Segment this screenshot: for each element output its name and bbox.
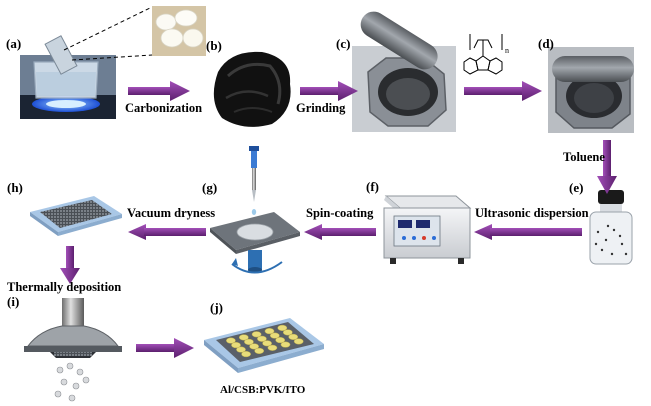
al-electrode-dot bbox=[264, 328, 275, 335]
al-electrode-dot bbox=[254, 347, 265, 354]
device-electrode-image bbox=[204, 318, 324, 373]
al-electrode-dot bbox=[269, 332, 280, 339]
structure-subscript-n: n bbox=[505, 46, 509, 55]
pipette-icon bbox=[249, 146, 259, 215]
step-label-d: (d) bbox=[538, 36, 554, 51]
device-structure-label: Al/CSB:PVK/ITO bbox=[220, 384, 306, 396]
step-label-a: (a) bbox=[6, 36, 22, 51]
mortar-grinding-image bbox=[352, 11, 456, 132]
spin-coater-image bbox=[210, 212, 300, 274]
arrow-b-to-c bbox=[300, 81, 358, 101]
al-electrode-dot bbox=[238, 334, 249, 341]
process-label-thermal: Thermally deposition bbox=[7, 280, 122, 294]
al-electrode-dot bbox=[282, 329, 293, 336]
arrow-i-to-j bbox=[136, 338, 194, 358]
al-electrode-dot bbox=[275, 337, 286, 344]
arrow-d-to-e bbox=[597, 140, 617, 194]
ultrasonic-bath-image bbox=[383, 195, 472, 264]
arrow-c-to-d bbox=[464, 81, 542, 101]
step-label-i: (i) bbox=[7, 294, 20, 309]
arrow-f-to-g bbox=[304, 224, 376, 240]
dried-film-substrate-image bbox=[30, 196, 122, 236]
process-label-grinding: Grinding bbox=[296, 101, 346, 115]
step-label-h: (h) bbox=[7, 180, 23, 195]
al-electrode-dot bbox=[241, 351, 251, 358]
step-label-e: (e) bbox=[569, 180, 584, 195]
step-label-f: (f) bbox=[366, 179, 379, 194]
al-electrode-dot bbox=[257, 335, 267, 342]
al-electrode-dot bbox=[288, 333, 299, 340]
step-label-j: (j) bbox=[210, 300, 223, 315]
marshmallow-inset-image bbox=[63, 6, 206, 61]
arrow-g-to-h bbox=[128, 224, 206, 240]
al-electrode-dot bbox=[262, 340, 272, 347]
vial-solution-image bbox=[589, 190, 633, 265]
process-label-spin-coating: Spin-coating bbox=[306, 206, 374, 220]
step-label-c: (c) bbox=[336, 36, 351, 51]
arrow-e-to-f bbox=[474, 224, 582, 240]
burner-beaker-image bbox=[20, 35, 116, 119]
al-electrode-dot bbox=[226, 337, 236, 344]
pvk-structure-diagram bbox=[463, 34, 503, 75]
process-label-toluene: Toluene bbox=[563, 150, 605, 164]
al-electrode-dot bbox=[244, 338, 254, 345]
al-electrode-dot bbox=[267, 344, 278, 351]
al-electrode-dot bbox=[231, 342, 241, 349]
mortar-mixture-image bbox=[548, 47, 634, 133]
al-electrode-dot bbox=[236, 346, 246, 353]
step-label-b: (b) bbox=[206, 38, 222, 53]
carbonized-material-image bbox=[213, 51, 291, 127]
arrow-a-to-b bbox=[128, 81, 190, 101]
al-electrode-array bbox=[226, 324, 304, 358]
al-electrode-dot bbox=[251, 331, 262, 338]
process-label-vacuum: Vacuum dryness bbox=[127, 206, 216, 220]
al-electrode-dot bbox=[280, 341, 291, 348]
arrow-h-to-i bbox=[60, 246, 80, 284]
al-electrode-dot bbox=[249, 343, 259, 350]
thermal-evaporator-image bbox=[24, 298, 122, 402]
process-label-ultrasonic: Ultrasonic dispersion bbox=[475, 206, 589, 220]
al-electrode-dot bbox=[277, 324, 288, 331]
process-label-carbonization: Carbonization bbox=[125, 101, 203, 115]
al-electrode-dot bbox=[293, 338, 304, 345]
step-label-g: (g) bbox=[202, 180, 218, 195]
